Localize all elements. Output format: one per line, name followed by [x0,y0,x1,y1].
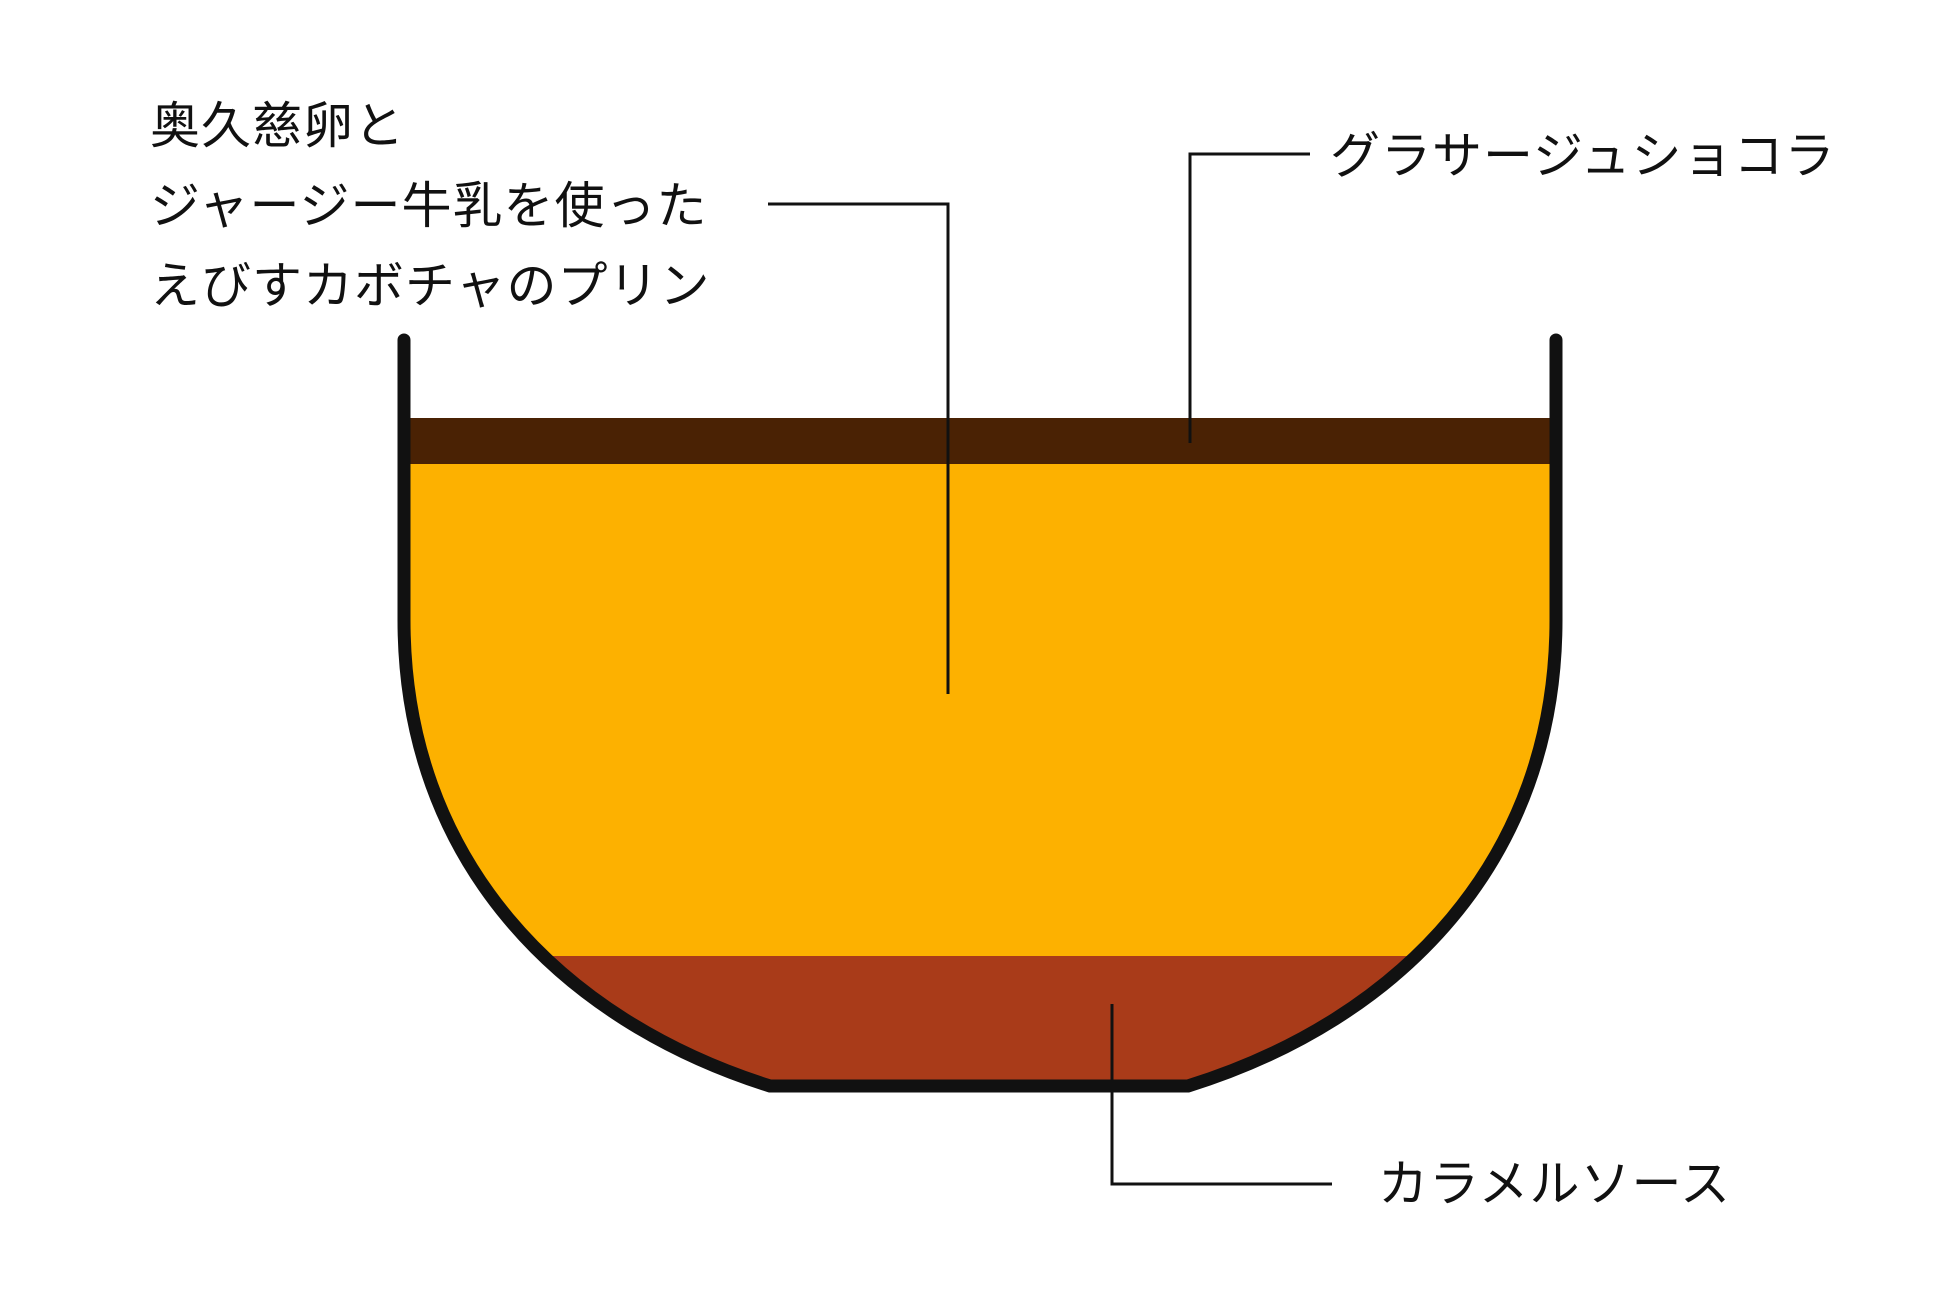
pudding-label-line-1: 奥久慈卵と [150,97,405,155]
chocolate-glaze-layer [404,418,1556,464]
cup-contents [404,418,1556,1086]
pudding-label: 奥久慈卵と ジャージー牛乳を使った えびすカボチャのプリン [150,86,711,326]
sauce-leader-line [1110,1004,1332,1186]
pudding-layer [404,460,1556,960]
chocolate-glaze-label: グラサージュショコラ [1330,127,1836,185]
pudding-label-line-3: えびすカボチャのプリン [150,257,711,315]
caramel-sauce-label: カラメルソース [1378,1155,1731,1213]
pudding-label-line-2: ジャージー牛乳を使った [150,177,708,235]
pudding-leader-line [768,202,950,694]
topping-leader-line [1188,152,1310,443]
cup-outline [397,333,1563,1093]
